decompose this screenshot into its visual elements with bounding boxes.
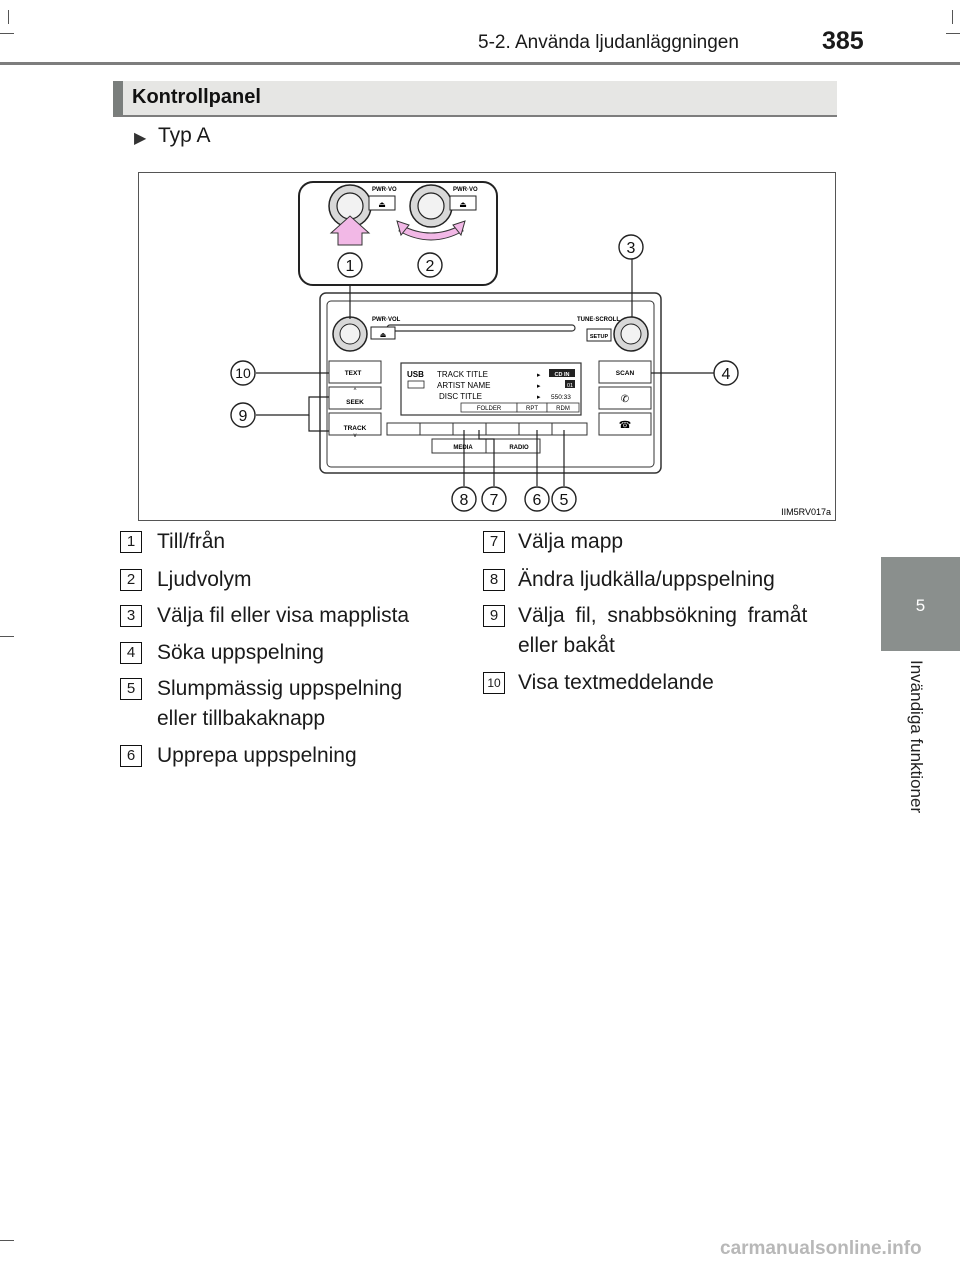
legend-number: 1 <box>120 531 142 553</box>
legend-number: 7 <box>483 531 505 553</box>
callout-4 <box>713 360 739 386</box>
callout-1 <box>337 252 363 278</box>
disc-slot <box>386 324 576 332</box>
eject-icon: ⏏ <box>459 200 467 209</box>
legend-number: 6 <box>120 745 142 767</box>
chapter-tab-number: 5 <box>915 596 926 615</box>
callout-6 <box>524 486 550 512</box>
legend-number: 3 <box>120 605 142 627</box>
legend-item: Söka uppspelning <box>157 641 324 664</box>
phone-pickup-icon: ✆ <box>621 394 629 405</box>
display-counter: 01 <box>567 383 573 389</box>
radio-button-label: RADIO <box>509 445 529 451</box>
display-cd-in: CD IN <box>555 372 570 378</box>
legend-item: Till/från <box>157 530 226 553</box>
page-number: 385 <box>822 27 864 55</box>
callout-2-label: 2 <box>426 258 435 275</box>
seek-button-label: SEEK <box>346 399 364 406</box>
crop-mark <box>946 33 960 34</box>
display-time: 550:33 <box>551 394 571 401</box>
section-header <box>113 81 837 117</box>
scan-button-label: SCAN <box>616 370 635 377</box>
callout-9-label: 9 <box>239 408 248 425</box>
legend-item: Välja fil, snabbsökning framåt <box>518 604 808 627</box>
legend-number: 9 <box>483 605 505 627</box>
chapter-tab-label: Invändiga funktioner <box>907 660 926 814</box>
callout-8-label: 8 <box>460 492 469 509</box>
display-rpt: RPT <box>526 406 538 412</box>
section-header-marker <box>113 81 123 115</box>
push-arrow-icon <box>329 215 371 246</box>
svg-text:▸: ▸ <box>537 372 541 379</box>
callout-2 <box>417 252 443 278</box>
legend-number: 5 <box>120 678 142 700</box>
legend-number: 4 <box>120 642 142 664</box>
display-source: USB <box>407 370 424 379</box>
pwr-vo-label-2: PWR·VO <box>453 187 478 193</box>
display-track-title: TRACK TITLE <box>437 370 488 379</box>
display-folder: FOLDER <box>477 406 502 412</box>
crop-mark <box>8 10 9 24</box>
callout-3-label: 3 <box>627 240 636 257</box>
svg-text:^: ^ <box>354 388 357 394</box>
eject-icon: ⏏ <box>378 200 386 209</box>
control-panel-figure: PWR·VO ⏏ PWR·VO ⏏ PWR·VOL ⏏ TUNE·SCROLL … <box>138 172 836 521</box>
media-button-label: MEDIA <box>453 445 473 451</box>
type-label: Typ A <box>158 124 211 147</box>
callout-8 <box>451 486 477 512</box>
callout-4-label: 4 <box>722 366 731 383</box>
crop-mark <box>0 33 14 34</box>
svg-text:▸: ▸ <box>537 383 541 390</box>
display-artist-name: ARTIST NAME <box>437 381 491 390</box>
figure-code: IIM5RV017a <box>781 507 831 517</box>
callout-5-label: 5 <box>560 492 569 509</box>
callout-7 <box>481 486 507 512</box>
track-button-label: TRACK <box>344 425 367 432</box>
callout-6-label: 6 <box>533 492 542 509</box>
pwr-vol-label: PWR·VOL <box>372 317 401 323</box>
svg-text:v: v <box>354 433 357 439</box>
legend-item: Upprepa uppspelning <box>157 744 357 767</box>
chapter-tab <box>881 557 960 651</box>
text-button-label: TEXT <box>345 370 362 377</box>
callout-9 <box>230 402 256 428</box>
legend-number: 10 <box>483 672 505 694</box>
tune-scroll-label: TUNE·SCROLL <box>577 317 620 323</box>
header-rule <box>0 62 960 65</box>
eject-icon: ⏏ <box>380 332 387 339</box>
callout-3 <box>618 234 644 260</box>
watermark: carmanualsonline.info <box>720 1238 922 1259</box>
display-rdm: RDM <box>556 406 570 412</box>
legend-item: Slumpmässig uppspelning <box>157 677 403 700</box>
crop-mark <box>952 10 953 24</box>
phone-hangup-icon: ☎ <box>619 420 631 431</box>
legend-number: 2 <box>120 569 142 591</box>
callout-5 <box>551 486 577 512</box>
callout-7-label: 7 <box>490 492 499 509</box>
pwr-vo-label: PWR·VO <box>372 187 397 193</box>
legend-number: 8 <box>483 569 505 591</box>
callout-10-label: 10 <box>235 365 251 381</box>
callout-10 <box>230 360 256 386</box>
legend-item: Visa textmeddelande <box>518 671 714 694</box>
crop-mark <box>0 636 14 637</box>
legend-item: Ändra ljudkälla/uppspelning <box>518 568 775 591</box>
setup-label: SETUP <box>590 334 609 340</box>
callout-1-label: 1 <box>346 258 355 275</box>
legend-item: Ljudvolym <box>157 568 252 591</box>
svg-text:▸: ▸ <box>537 394 541 401</box>
chapter-title: 5-2. Använda ljudanläggningen <box>478 32 739 53</box>
legend-item-continued: eller bakåt <box>518 634 615 657</box>
legend-item: Välja fil eller visa mapplista <box>157 604 410 627</box>
section-title: Kontrollpanel <box>132 86 261 108</box>
legend-item: Välja mapp <box>518 530 624 553</box>
legend-item-continued: eller tillbakaknapp <box>157 707 326 730</box>
display-disc-title: DISC TITLE <box>439 392 482 401</box>
triangle-bullet-icon: ▶ <box>134 130 147 147</box>
crop-mark <box>0 1240 14 1241</box>
rotate-arrow-icon <box>398 224 464 241</box>
